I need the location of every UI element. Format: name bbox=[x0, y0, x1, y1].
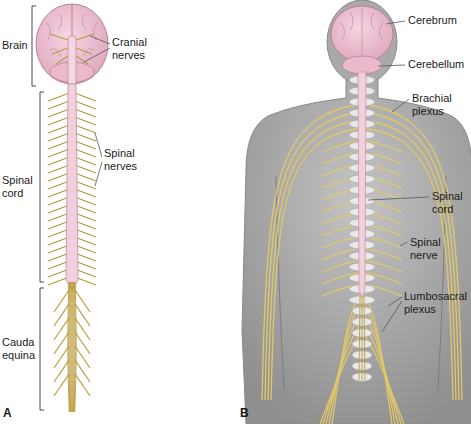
cranial-nerve bbox=[76, 34, 94, 40]
spinal-nerve bbox=[54, 290, 69, 312]
brachial-plexus-nerve bbox=[271, 128, 362, 400]
part-label: Cerebrum bbox=[408, 14, 468, 27]
panel-letter: A bbox=[3, 407, 19, 420]
spinal-nerve bbox=[54, 332, 69, 354]
bracket bbox=[40, 288, 44, 410]
cerebellum-shape bbox=[342, 56, 382, 74]
spinal-nerve bbox=[54, 360, 69, 382]
part-label: Brachial plexus bbox=[412, 92, 468, 118]
region-label: Brain bbox=[2, 39, 30, 52]
cranial-nerve bbox=[56, 56, 68, 64]
spinal-nerve bbox=[75, 290, 90, 312]
body-silhouette bbox=[242, 78, 471, 424]
panel-letter: B bbox=[240, 407, 256, 420]
part-label: Spinal nerves bbox=[104, 147, 152, 173]
cranial-nerve bbox=[50, 34, 68, 40]
leader-line bbox=[386, 21, 405, 24]
cauda-equina-strand bbox=[362, 296, 363, 380]
leader-line bbox=[95, 133, 102, 186]
cauda-equina-strand bbox=[75, 282, 76, 412]
region-label: Cauda equina bbox=[2, 336, 38, 362]
brachial-plexus-nerve bbox=[262, 104, 362, 400]
cauda-equina-strand bbox=[68, 282, 69, 412]
lumbosacral-plexus-nerve bbox=[362, 322, 401, 424]
part-label: Cranial nerves bbox=[112, 36, 162, 62]
spinal-cord-shape bbox=[358, 72, 366, 298]
part-label: Cerebellum bbox=[408, 58, 468, 71]
spinal-nerve bbox=[75, 318, 90, 340]
bracket bbox=[32, 6, 36, 86]
brainstem bbox=[68, 36, 76, 86]
cranial-nerve bbox=[76, 56, 88, 64]
leader-line bbox=[400, 242, 407, 246]
spinal-nerve bbox=[75, 332, 90, 354]
spinal-nerve bbox=[75, 346, 90, 368]
cauda-equina-strand bbox=[364, 296, 365, 380]
cauda-equina-strand bbox=[72, 282, 73, 412]
head-silhouette bbox=[327, 0, 397, 84]
cauda-equina-strand bbox=[69, 282, 71, 412]
cranial-nerve bbox=[52, 48, 68, 54]
spinal-nerve bbox=[75, 360, 90, 382]
leader-line bbox=[368, 197, 429, 200]
part-label: Spinal nerve bbox=[410, 236, 468, 262]
leader-line bbox=[392, 99, 409, 112]
region-label: Spinal cord bbox=[2, 174, 38, 200]
cauda-equina-strand bbox=[70, 282, 71, 412]
brachial-plexus-nerve bbox=[362, 120, 456, 400]
spinal-nerve bbox=[54, 346, 69, 368]
brain-gyri bbox=[340, 8, 384, 58]
nerve-group bbox=[48, 34, 96, 412]
leader-line bbox=[382, 297, 402, 332]
cauda-equina-strand bbox=[73, 282, 75, 412]
cauda-equina-strand bbox=[72, 282, 73, 412]
spinal-cord-shape bbox=[66, 84, 78, 290]
brachial-plexus-nerve bbox=[268, 120, 362, 400]
brachial-plexus-nerve bbox=[362, 128, 453, 400]
part-label: Spinal cord bbox=[432, 190, 468, 216]
leader-group bbox=[84, 21, 429, 332]
spinal-nerve bbox=[75, 374, 90, 396]
spinal-nerve bbox=[75, 304, 90, 326]
cranial-nerve bbox=[76, 48, 92, 54]
cerebrum-shape bbox=[331, 6, 393, 62]
lumbosacral-plexus-nerve bbox=[323, 322, 362, 424]
bracket bbox=[40, 92, 44, 282]
part-label: Lumbosacral plexus bbox=[404, 290, 468, 316]
leader-line bbox=[84, 36, 110, 62]
brain-top-view bbox=[36, 4, 108, 86]
cauda-equina-strand bbox=[69, 282, 70, 412]
spinal-nerve bbox=[54, 304, 69, 326]
cauda-equina-strand bbox=[359, 296, 360, 380]
spinal-nerve bbox=[54, 374, 69, 396]
spinal-nerve bbox=[54, 318, 69, 340]
leader-line bbox=[378, 65, 405, 66]
